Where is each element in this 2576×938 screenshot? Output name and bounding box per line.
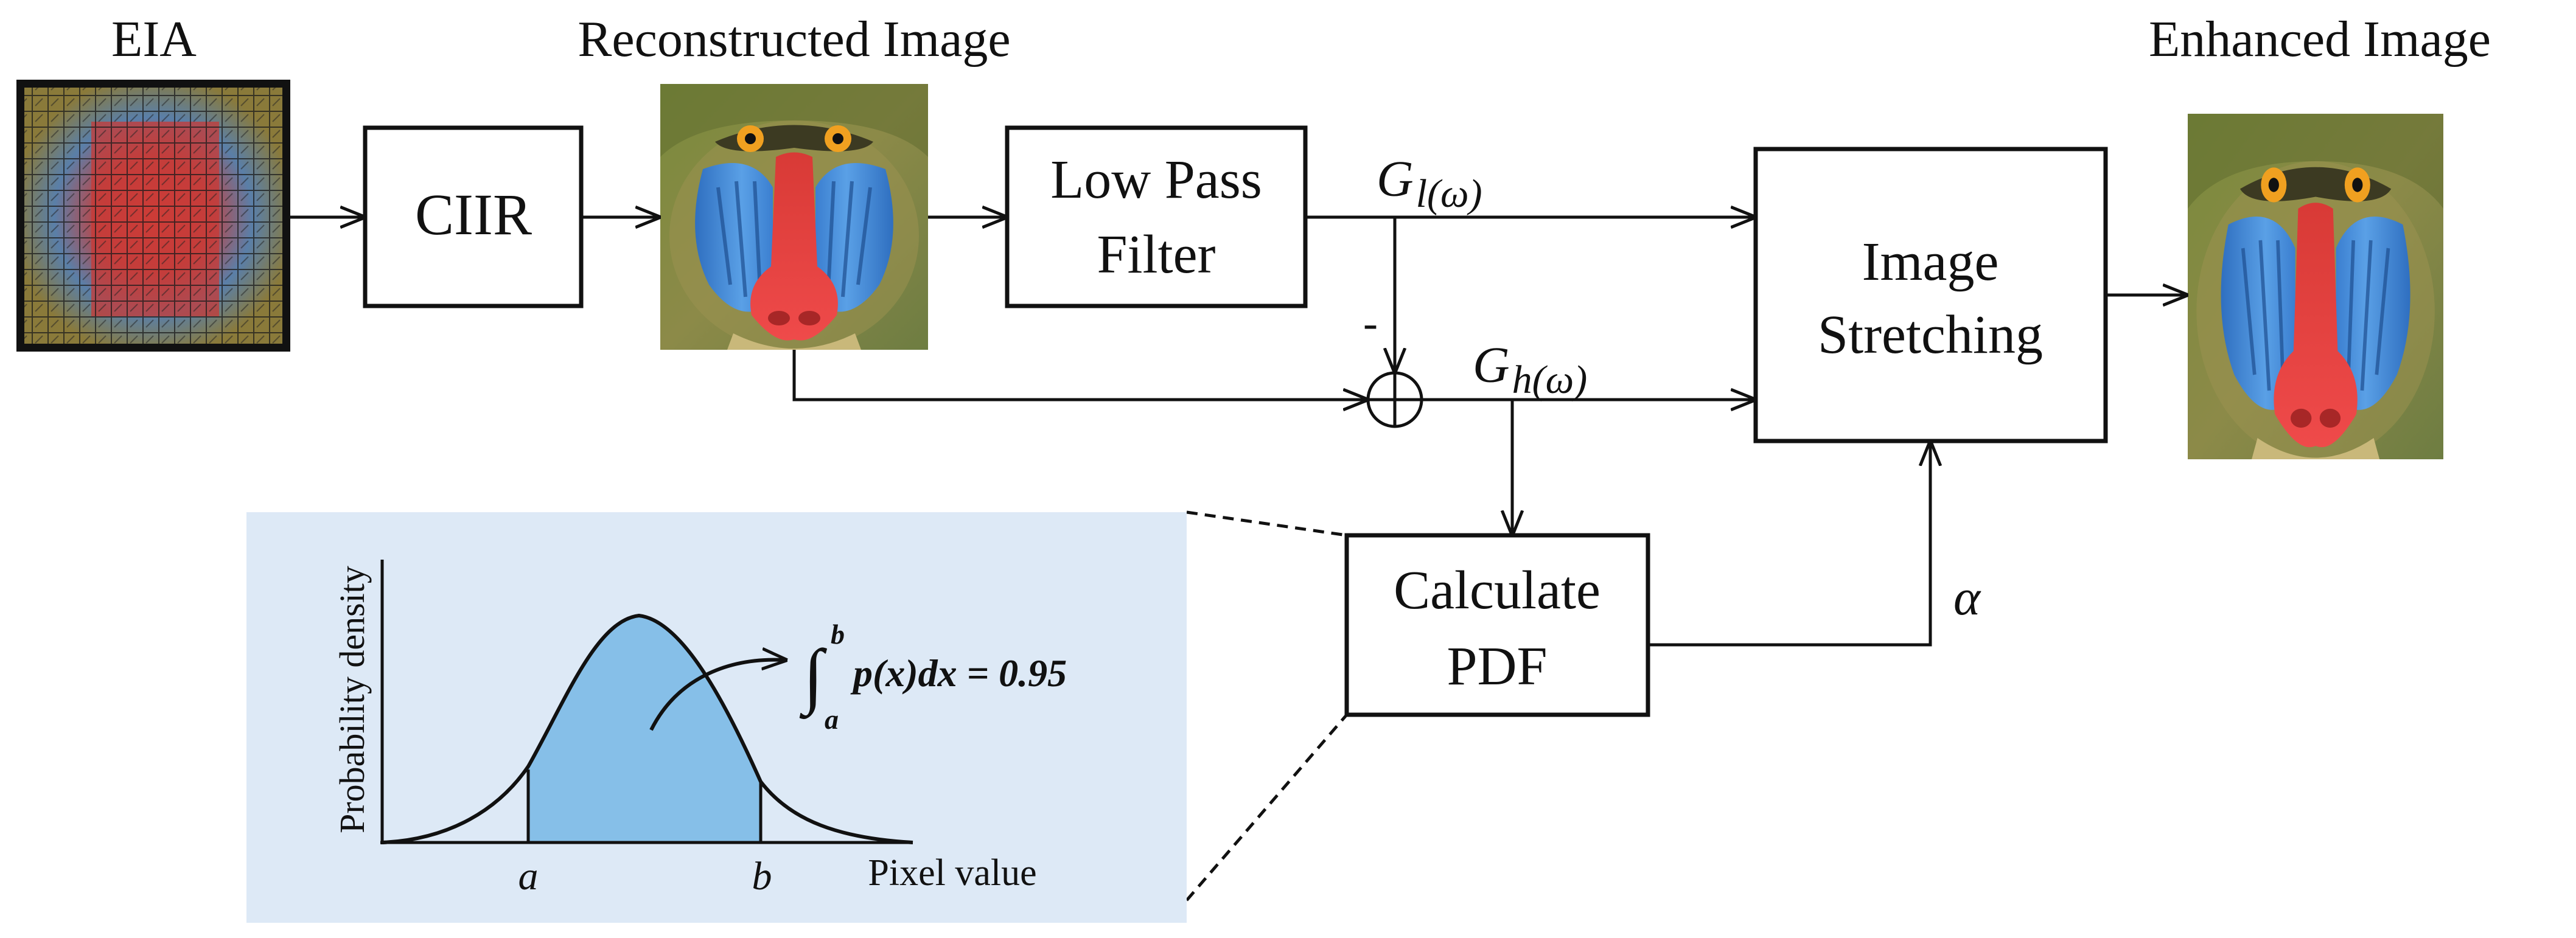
arrow-alpha-to-stretching bbox=[1648, 443, 1930, 647]
formula-lower-limit: a bbox=[825, 704, 839, 735]
g-low-label: Gl(ω) bbox=[1377, 151, 1482, 216]
formula-arrow bbox=[649, 660, 785, 731]
y-axis-label: Probability density bbox=[332, 566, 372, 833]
pdf-label-line1: Calculate bbox=[1394, 560, 1600, 620]
stretching-label-line1: Image bbox=[1862, 232, 1999, 292]
x-axis-label: Pixel value bbox=[868, 852, 1036, 894]
ciir-label: CIIR bbox=[415, 182, 532, 247]
enhanced-image bbox=[2188, 114, 2443, 462]
alpha-label: α bbox=[1953, 569, 1981, 626]
inset-connector-top bbox=[1186, 510, 1347, 537]
calculate-pdf-block bbox=[1344, 533, 1650, 717]
bound-a-label: a bbox=[518, 854, 539, 898]
bell-curve bbox=[382, 613, 913, 844]
pdf-inset: Probability density Pixel value a b ∫ b … bbox=[246, 512, 1187, 923]
subtractor-circle bbox=[1366, 371, 1423, 428]
reconstructed-image-label: Reconstructed Image bbox=[578, 11, 1010, 68]
eia-label: EIA bbox=[111, 11, 197, 68]
low-pass-label-line1: Low Pass bbox=[1050, 150, 1262, 210]
image-stretching-block bbox=[1753, 147, 2108, 443]
stretching-label-line2: Stretching bbox=[1818, 305, 2043, 365]
enhanced-image-label: Enhanced Image bbox=[2149, 11, 2491, 68]
bound-b-label: b bbox=[752, 854, 772, 898]
g-high-label: Gh(ω) bbox=[1473, 337, 1587, 402]
pdf-label-line2: PDF bbox=[1447, 636, 1547, 697]
eia-image bbox=[16, 80, 290, 352]
formula-integral-sign: ∫ bbox=[799, 634, 828, 720]
formula-upper-limit: b bbox=[831, 619, 845, 650]
minus-sign: - bbox=[1363, 299, 1378, 347]
reconstructed-image bbox=[660, 84, 928, 352]
low-pass-label-line2: Filter bbox=[1097, 224, 1216, 285]
arrow-reconstructed-to-subtractor bbox=[792, 350, 1366, 400]
formula-body: p(x)dx = 0.95 bbox=[850, 651, 1067, 695]
inset-connector-bottom bbox=[1185, 714, 1348, 902]
